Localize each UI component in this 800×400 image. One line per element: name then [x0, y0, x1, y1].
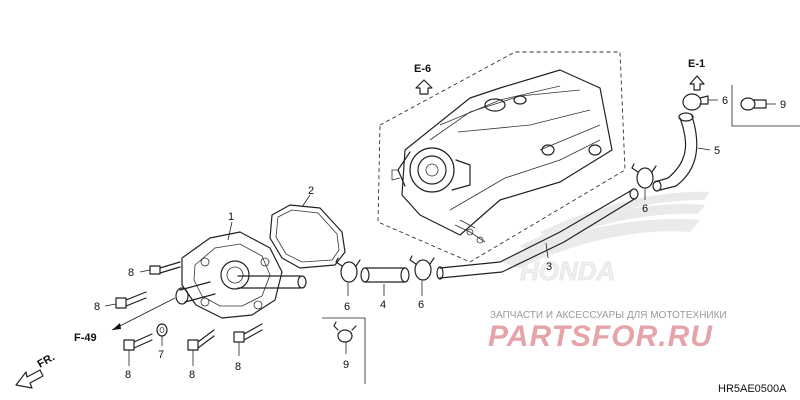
callout-8d: 8 — [189, 369, 195, 381]
part-9-clamp-bottom[interactable]: 9 — [322, 317, 366, 384]
callout-9a: 9 — [780, 99, 786, 111]
engine-case-group — [377, 51, 626, 263]
callout-6d: 6 — [722, 95, 728, 107]
front-arrow-icon — [15, 369, 44, 389]
callout-6c: 6 — [642, 203, 648, 215]
diagram-code: HR5AE0500A — [718, 383, 787, 395]
callout-6a: 6 — [344, 301, 350, 313]
callout-8c: 8 — [125, 369, 131, 381]
arrow-icon — [112, 323, 121, 330]
callout-2: 2 — [308, 185, 314, 197]
part-8-bolt-a[interactable]: 8 — [128, 261, 181, 279]
front-label: FR. — [36, 351, 57, 370]
callout-6b: 6 — [418, 299, 424, 311]
part-9-clamp-top[interactable]: 9 — [731, 85, 800, 127]
e6-label: E-6 — [414, 63, 431, 75]
part-7-washer[interactable]: 7 — [156, 323, 168, 361]
front-direction-indicator: FR. — [15, 351, 57, 389]
honda-watermark: HONDA — [500, 191, 710, 286]
callout-5: 5 — [714, 145, 720, 157]
part-8-bolt-b[interactable]: 8 — [94, 291, 147, 313]
part-6-clamp-d[interactable]: 6 — [682, 93, 728, 111]
part-8-bolt-e[interactable]: 8 — [233, 323, 263, 373]
store-tagline: ЗАПЧАСТИ И АКСЕССУАРЫ ДЛЯ МОТОТЕХНИКИ — [490, 310, 727, 321]
up-arrow-icon — [415, 79, 433, 95]
store-logo: PARTSFOR.RU — [488, 320, 713, 353]
callout-4: 4 — [380, 299, 386, 311]
callout-8b: 8 — [94, 301, 100, 313]
part-2-gasket[interactable]: 2 — [269, 185, 346, 269]
e1-reference[interactable]: E-1 — [688, 58, 705, 91]
part-6-clamp-c[interactable]: 6 — [631, 163, 657, 215]
part-4-hose[interactable]: 4 — [360, 267, 410, 311]
f49-reference[interactable]: F-49 — [74, 297, 176, 344]
up-arrow-icon — [689, 75, 705, 91]
e1-label: E-1 — [688, 58, 705, 70]
f49-label: F-49 — [74, 332, 97, 344]
callout-1: 1 — [228, 211, 234, 223]
part-6-clamp-a[interactable]: 6 — [335, 257, 361, 313]
callout-7: 7 — [158, 349, 164, 361]
e6-reference[interactable]: E-6 — [414, 63, 433, 95]
part-8-bolt-c[interactable]: 8 — [123, 333, 153, 381]
honda-wordmark: HONDA — [520, 256, 615, 286]
part-8-bolt-d[interactable]: 8 — [187, 329, 215, 381]
callout-9b: 9 — [343, 359, 349, 371]
part-5-hose[interactable]: 5 — [652, 112, 720, 192]
callout-3: 3 — [546, 261, 552, 273]
part-1-water-pump-cover[interactable]: 1 — [175, 211, 307, 319]
part-6-clamp-b[interactable]: 6 — [409, 255, 435, 311]
callout-8a: 8 — [128, 267, 134, 279]
callout-8e: 8 — [235, 361, 241, 373]
part-3-water-pipe[interactable]: 3 — [436, 188, 639, 280]
